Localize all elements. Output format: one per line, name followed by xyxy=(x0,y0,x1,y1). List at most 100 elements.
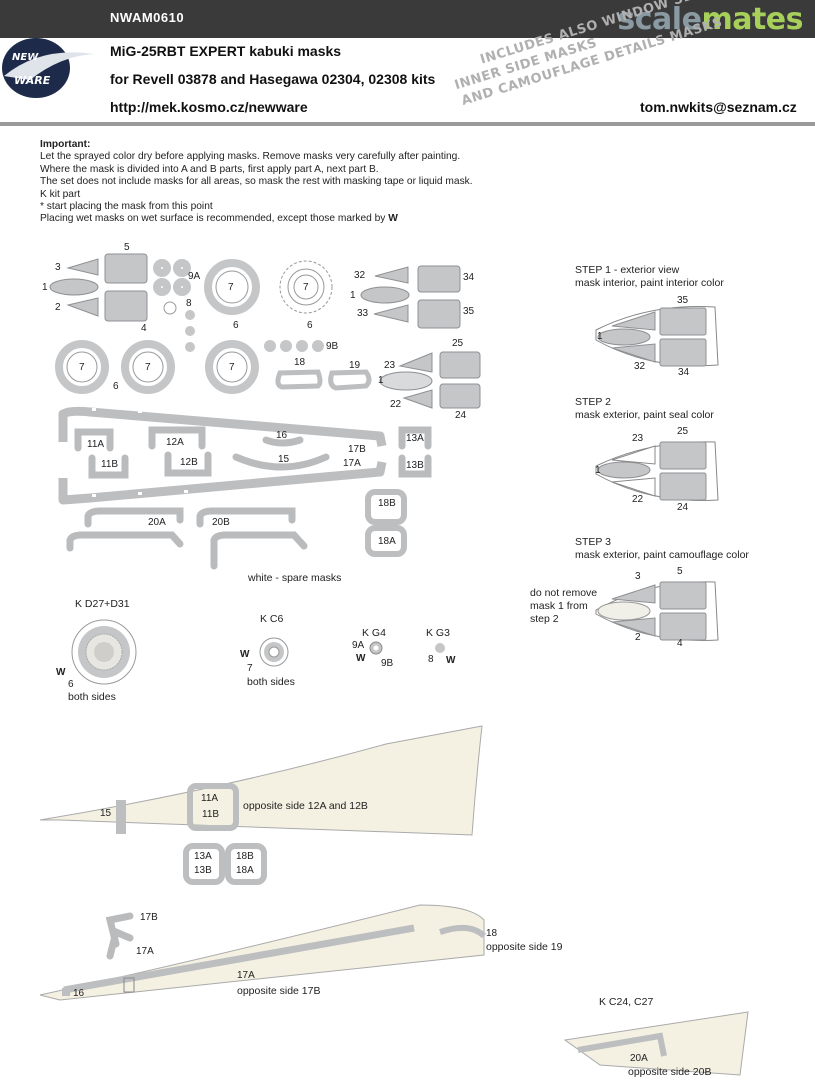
label-6c: 6 xyxy=(113,381,119,392)
mask-24 xyxy=(439,383,481,409)
kit-d27-num: 6 xyxy=(68,679,74,690)
mask-12a xyxy=(148,426,206,450)
step1-35: 35 xyxy=(677,295,689,306)
mask-9a-ring xyxy=(153,259,171,277)
label-22: 22 xyxy=(390,399,402,410)
kit-d27-sides: both sides xyxy=(68,691,116,703)
side1-11b: 11B xyxy=(202,809,220,820)
mask-19 xyxy=(328,369,372,391)
label-11a: 11A xyxy=(87,439,105,450)
kit-c6-w: W xyxy=(240,649,250,660)
mask-25 xyxy=(439,351,481,379)
contact-email[interactable]: tom.nwkits@seznam.cz xyxy=(640,99,797,115)
page-title: MiG-25RBT EXPERT kabuki masks xyxy=(110,43,342,59)
label-2: 2 xyxy=(55,302,61,313)
step1-34: 34 xyxy=(678,367,690,378)
website-url[interactable]: http://mek.kosmo.cz/newware xyxy=(110,99,308,115)
mask-wheel-6-outline xyxy=(279,260,333,314)
header-divider xyxy=(0,122,815,126)
mask-2 xyxy=(66,297,99,317)
kit-wheel-d27 xyxy=(71,619,137,685)
mask-5 xyxy=(104,253,148,284)
label-6b: 6 xyxy=(307,320,313,331)
scalemates-watermark: scalemates xyxy=(617,2,803,37)
step3-note-1: do not remove xyxy=(530,587,598,599)
step2-canopy xyxy=(595,441,719,501)
step2-desc: mask exterior, paint seal color xyxy=(575,409,714,421)
mask-12b xyxy=(164,451,212,477)
label-16: 16 xyxy=(276,430,288,441)
mask-wheel-left xyxy=(55,340,109,394)
step2-24: 24 xyxy=(677,502,689,513)
step2-25: 25 xyxy=(677,426,689,437)
mask-1c xyxy=(379,371,433,391)
label-7a: 7 xyxy=(228,282,234,293)
label-20a: 20A xyxy=(148,517,166,528)
step3-title: STEP 3 xyxy=(575,536,611,548)
side1-11a: 11A xyxy=(201,793,219,804)
side1-opposite: opposite side 12A and 12B xyxy=(243,800,368,812)
mask-13-on-model xyxy=(183,843,225,885)
mask-8-ring xyxy=(163,301,177,315)
mask-18-on-model xyxy=(225,843,267,885)
label-9b: 9B xyxy=(326,341,339,352)
label-7c: 7 xyxy=(79,362,85,373)
side2-16: 16 xyxy=(73,988,85,999)
kit-g4-9b: 9B xyxy=(381,658,394,669)
fuselage-side-3 xyxy=(563,1011,749,1076)
instructions-heading: Important: xyxy=(40,139,91,150)
mask-1 xyxy=(49,278,99,296)
step3-note-3: step 2 xyxy=(530,613,559,625)
side3-opp20b: opposite side 20B xyxy=(628,1066,712,1078)
mask-18-on-model-b xyxy=(439,924,487,939)
label-32: 32 xyxy=(354,270,366,281)
side2-17a-b: 17A xyxy=(237,970,255,981)
label-19: 19 xyxy=(349,360,361,371)
label-1c: 1 xyxy=(378,375,384,386)
label-23: 23 xyxy=(384,360,396,371)
side3-20a: 20A xyxy=(630,1053,648,1064)
mask-group-canopy-left xyxy=(49,253,333,352)
mask-3 xyxy=(66,258,99,276)
instructions: Important: Let the sprayed color dry bef… xyxy=(40,139,473,226)
newware-logo: NEW WARE xyxy=(2,38,94,98)
label-9a: 9A xyxy=(188,271,201,282)
step3-note-2: mask 1 from xyxy=(530,600,588,612)
mask-20b-top xyxy=(196,507,296,528)
label-33: 33 xyxy=(357,308,369,319)
side2-18: 18 xyxy=(486,928,498,939)
label-8: 8 xyxy=(186,298,192,309)
product-code: NWAM0610 xyxy=(110,10,185,25)
side1-18a: 18A xyxy=(236,865,254,876)
label-11b: 11B xyxy=(101,459,119,470)
mask-16 xyxy=(262,436,304,447)
mask-dot xyxy=(185,342,195,352)
mask-13a xyxy=(398,426,432,450)
w-mark: W xyxy=(388,213,398,225)
label-7d: 7 xyxy=(145,362,151,373)
mask-11a xyxy=(74,428,114,452)
mask-32 xyxy=(374,266,409,284)
label-18: 18 xyxy=(294,357,306,368)
mask-23 xyxy=(398,352,433,373)
label-7e: 7 xyxy=(229,362,235,373)
kit-d27-label: K D27+D31 xyxy=(75,598,130,610)
mask-18b xyxy=(365,489,407,525)
kit-c6-num: 7 xyxy=(247,663,253,674)
side1-13b: 13B xyxy=(194,865,212,876)
mask-11-on-model xyxy=(187,783,239,831)
step1-1: 1 xyxy=(597,331,603,342)
logo-line-2: WARE xyxy=(14,74,51,87)
page-subtitle: for Revell 03878 and Hasegawa 02304, 023… xyxy=(110,71,436,87)
mask-20b-bottom xyxy=(210,531,308,570)
label-17b: 17B xyxy=(348,444,366,455)
mask-20a-top xyxy=(84,507,184,528)
mask-9a-ring-b xyxy=(173,259,191,277)
label-13a: 13A xyxy=(406,433,424,444)
brand-part-1: scale xyxy=(617,2,702,37)
step3-desc: mask exterior, paint camouflage color xyxy=(575,549,749,561)
kit-c6-sides: both sides xyxy=(247,676,295,688)
kit-g3-8: 8 xyxy=(428,654,434,665)
label-20b: 20B xyxy=(212,517,230,528)
step2-1: 1 xyxy=(595,465,601,476)
